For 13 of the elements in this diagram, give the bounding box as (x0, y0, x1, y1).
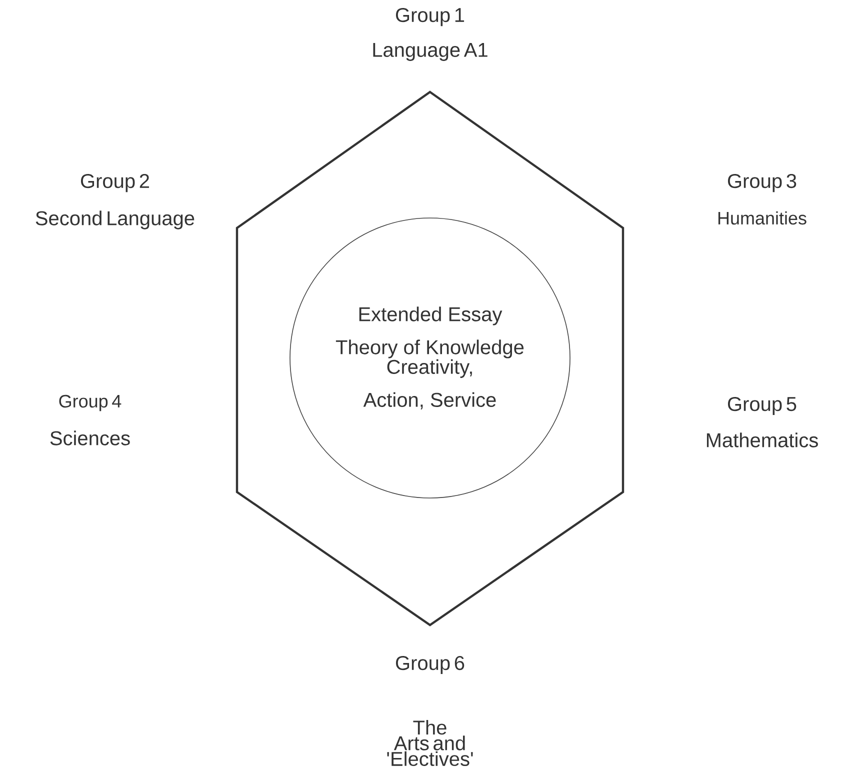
group-number: Group 4 (59, 394, 122, 412)
subject-label: Sciences (50, 430, 130, 446)
subject-label: Language A1 (373, 43, 488, 61)
subject-label: Mathematics (706, 432, 818, 448)
group-number: Group 3 (728, 174, 796, 192)
group-number: Group 1 (396, 8, 464, 26)
subject-label: Second Language (36, 210, 194, 230)
subject-label: The Arts and 'Electives' (387, 720, 473, 766)
subject-label: Humanities (718, 211, 806, 225)
hexagon (236, 90, 624, 626)
group-number: Group 2 (81, 174, 149, 192)
group-number: Group 6 (396, 656, 464, 674)
group-number: Group 5 (728, 396, 796, 416)
